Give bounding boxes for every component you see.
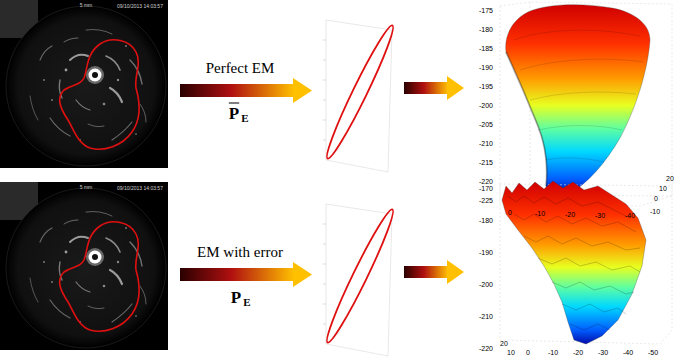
axis-tick: -175 (479, 7, 493, 14)
axis-tick: -20 (565, 211, 575, 218)
axis-tick: -30 (598, 349, 608, 356)
axis-tick: 0 (654, 195, 658, 202)
ivus-image (0, 0, 168, 168)
axis-tick: 0 (526, 349, 530, 356)
matrix-symbol: P (229, 105, 239, 122)
gradient-arrow (404, 260, 464, 284)
axis-tick: -190 (479, 249, 493, 256)
gradient-arrow (404, 76, 464, 100)
axis-tick: 20 (500, 340, 508, 347)
axis-tick: 20 (666, 175, 674, 182)
axis-tick: -40 (623, 349, 633, 356)
axis-tick: -210 (479, 140, 493, 147)
axis-tick: -200 (479, 281, 493, 288)
axis-tick: -20 (573, 349, 583, 356)
axis-tick: -50 (648, 349, 658, 356)
matrix-symbol: P (231, 289, 241, 306)
axis-tick: -200 (479, 102, 493, 109)
ellipse-plot (321, 204, 398, 356)
arrow-label: EM with error (197, 245, 283, 260)
timestamp-text: 09/10/2013 14:03:57 (117, 186, 163, 191)
axis-tick: -30 (595, 212, 605, 219)
axis-tick: -180 (479, 26, 493, 33)
gradient-arrow (180, 262, 312, 287)
scale-text: 5 mm (80, 185, 93, 190)
axis-tick: -10 (548, 349, 558, 356)
axis-tick: -190 (479, 64, 493, 71)
surface-plot (500, 181, 672, 344)
scale-text: 5 mm (80, 3, 93, 8)
axis-tick: -195 (479, 83, 493, 90)
ellipse-plot (321, 20, 398, 172)
matrix-subscript: E (241, 113, 248, 124)
ivus-image (0, 182, 168, 350)
axis-tick: -185 (479, 45, 493, 52)
axis-tick: -225 (479, 197, 493, 204)
matrix-subscript: E (243, 297, 250, 308)
timestamp-text: 09/10/2013 14:03:57 (117, 4, 163, 9)
axis-tick: -10 (650, 208, 660, 215)
gradient-arrow (180, 78, 312, 103)
axis-tick: 10 (659, 185, 667, 192)
axis-tick: 10 (507, 349, 515, 356)
axis-tick: -210 (479, 313, 493, 320)
axis-tick: -205 (479, 121, 493, 128)
axis-tick: -220 (479, 178, 493, 185)
axis-tick: -220 (479, 345, 493, 352)
axis-tick: -10 (535, 210, 545, 217)
surface-plot (500, 2, 672, 206)
axis-tick: -180 (479, 217, 493, 224)
axis-tick: -170 (479, 185, 493, 192)
axis-tick: -40 (625, 212, 635, 219)
axis-tick: -215 (479, 159, 493, 166)
arrow-label: Perfect EM (206, 61, 275, 76)
axis-tick: 0 (508, 209, 512, 216)
